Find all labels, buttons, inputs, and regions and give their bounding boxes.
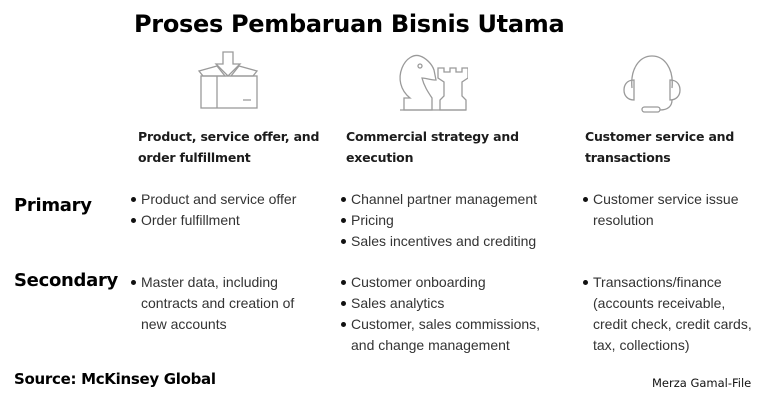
credit-note: Merza Gamal-File	[652, 376, 752, 390]
secondary-list-product: Master data, including contracts and cre…	[131, 272, 311, 335]
secondary-list-customer-service: Transactions/finance (accounts receivabl…	[583, 272, 763, 356]
heading-line: transactions	[585, 150, 671, 165]
column-heading-customer-service: Customer service and transactions	[585, 126, 734, 168]
primary-list-product: Product and service offer Order fulfillm…	[131, 189, 331, 231]
list-item: Customer, sales commissions, and change …	[341, 314, 561, 356]
column-heading-product: Product, service offer, and order fulfil…	[138, 126, 319, 168]
list-item: Customer onboarding	[341, 272, 561, 293]
box-with-arrow-icon	[193, 48, 263, 116]
heading-line: Product, service offer, and	[138, 129, 320, 144]
primary-list-customer-service: Customer service issue resolution	[583, 189, 748, 231]
list-item: Transactions/finance (accounts receivabl…	[583, 272, 763, 356]
source-note: Source: McKinsey Global	[14, 370, 216, 388]
heading-line: order fulfillment	[138, 150, 251, 165]
list-item: Customer service issue resolution	[583, 189, 748, 231]
page-title: Proses Pembaruan Bisnis Utama	[134, 10, 565, 38]
list-item: Master data, including contracts and cre…	[131, 272, 311, 335]
list-item: Sales analytics	[341, 293, 561, 314]
list-item: Product and service offer	[131, 189, 331, 210]
heading-line: execution	[346, 150, 414, 165]
headset-icon	[620, 48, 684, 116]
primary-list-commercial: Channel partner management Pricing Sales…	[341, 189, 561, 252]
list-item: Channel partner management	[341, 189, 561, 210]
heading-line: Customer service and	[585, 129, 735, 144]
chess-pieces-icon	[390, 48, 468, 116]
heading-line: Commercial strategy and	[346, 129, 519, 144]
list-item: Order fulfillment	[131, 210, 331, 231]
column-heading-commercial: Commercial strategy and execution	[346, 126, 519, 168]
list-item: Pricing	[341, 210, 561, 231]
row-label-secondary: Secondary	[14, 270, 118, 291]
row-label-primary: Primary	[14, 195, 92, 216]
list-item: Sales incentives and crediting	[341, 231, 561, 252]
secondary-list-commercial: Customer onboarding Sales analytics Cust…	[341, 272, 561, 356]
